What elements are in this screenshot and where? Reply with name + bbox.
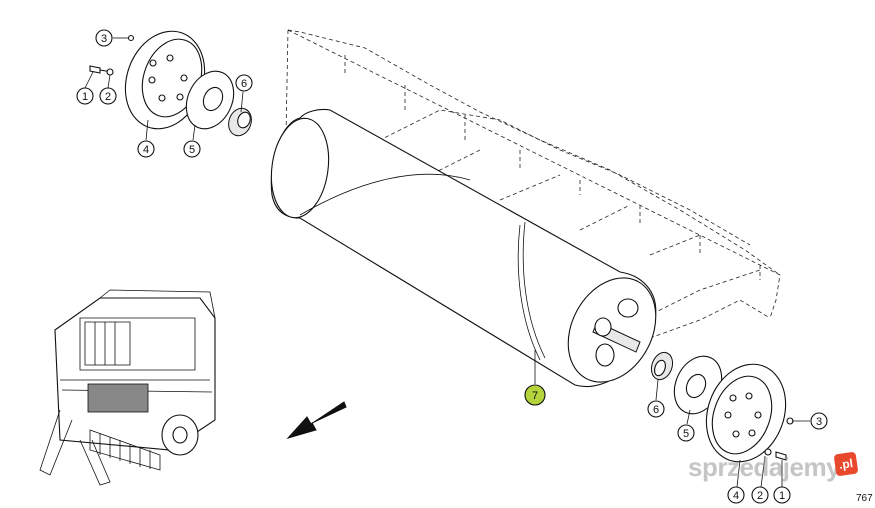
watermark-text: sprzedajemy bbox=[688, 452, 841, 482]
baler-machine-illustration bbox=[39, 289, 216, 486]
callout-1-bottom: 1 bbox=[773, 486, 791, 504]
callout-label: 2 bbox=[757, 490, 763, 502]
highlighted-roller bbox=[87, 383, 149, 413]
leader-lines bbox=[84, 37, 810, 488]
callout-label: 7 bbox=[532, 390, 538, 402]
washer-part-2 bbox=[106, 68, 114, 76]
callout-4-top: 4 bbox=[137, 140, 155, 158]
roller-shaft bbox=[592, 317, 641, 353]
flange-part-5-right bbox=[673, 355, 723, 415]
callout-label: 1 bbox=[779, 490, 785, 502]
callout-label: 5 bbox=[189, 144, 195, 156]
callout-3-bottom: 3 bbox=[810, 412, 828, 430]
callout-1-top: 1 bbox=[76, 87, 94, 105]
dashed-envelope bbox=[285, 29, 781, 339]
callout-label: 3 bbox=[101, 33, 107, 45]
callout-5-top: 5 bbox=[183, 140, 201, 158]
reference-id: 767 bbox=[856, 493, 873, 504]
callout-label: 4 bbox=[143, 144, 149, 156]
bottom-right-parts bbox=[650, 351, 794, 463]
disc-part-4-right bbox=[705, 363, 787, 463]
bearing-part-6-right bbox=[650, 351, 674, 381]
callout-label: 5 bbox=[683, 428, 689, 440]
callout-label: 3 bbox=[816, 416, 822, 428]
callout-4-bottom: 4 bbox=[727, 486, 745, 504]
roller-cylinder bbox=[270, 108, 657, 388]
callout-2-top: 2 bbox=[99, 87, 117, 105]
top-left-parts bbox=[89, 30, 252, 137]
callout-7-main: 7 bbox=[524, 384, 546, 406]
callout-6-top: 6 bbox=[235, 74, 253, 92]
flange-part-5 bbox=[185, 70, 235, 130]
callout-label: 2 bbox=[105, 91, 111, 103]
callout-label: 1 bbox=[82, 91, 88, 103]
callout-2-bottom: 2 bbox=[751, 486, 769, 504]
callout-3-top: 3 bbox=[95, 29, 113, 47]
nut-part-3 bbox=[127, 34, 135, 42]
callout-5-bottom: 5 bbox=[677, 424, 695, 442]
bolt-part-1-right bbox=[775, 451, 787, 461]
callout-6-bottom: 6 bbox=[647, 400, 665, 418]
callout-label: 6 bbox=[653, 404, 659, 416]
direction-arrow-icon bbox=[286, 401, 347, 439]
watermark-badge: .pl bbox=[833, 451, 859, 477]
callout-label: 6 bbox=[241, 78, 247, 90]
washer-part-2-right bbox=[764, 448, 772, 456]
bolt-part-1 bbox=[89, 65, 113, 74]
callout-label: 4 bbox=[733, 490, 739, 502]
bearing-part-6 bbox=[228, 107, 252, 137]
